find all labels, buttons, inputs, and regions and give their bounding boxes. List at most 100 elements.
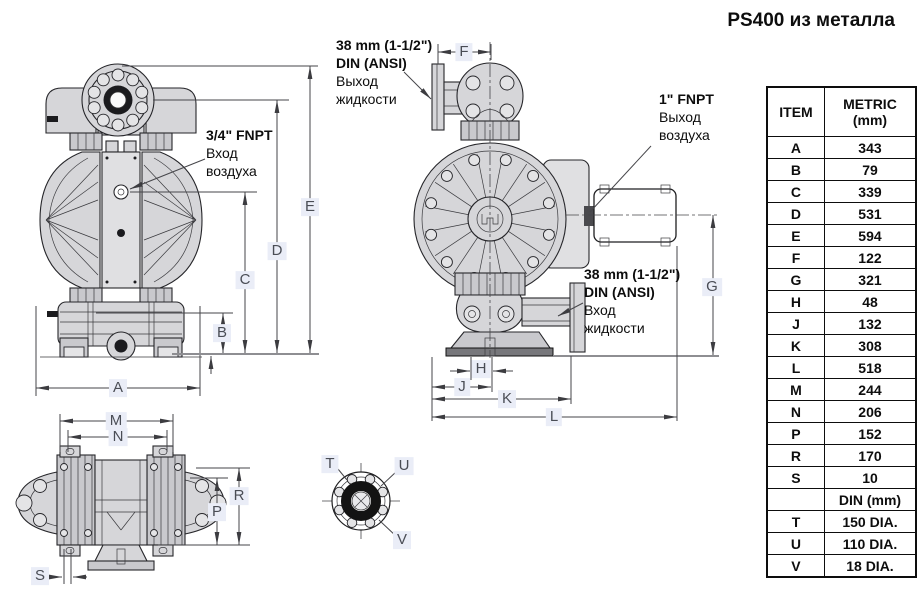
dim-label-N: N [108, 428, 128, 446]
item-cell: K [766, 334, 825, 357]
item-cell: D [766, 202, 825, 225]
value-cell: 339 [823, 180, 917, 203]
metric-header-line1: METRIC [843, 96, 897, 112]
dim-label-S: S [30, 567, 50, 585]
item-cell: S [766, 466, 825, 489]
dim-label-E: E [300, 198, 320, 216]
air-inlet-text-1: Вход [206, 144, 238, 161]
dim-label-L: L [545, 408, 563, 426]
value-cell: 531 [823, 202, 917, 225]
dim-label-G: G [702, 278, 722, 296]
liquid-inlet-size: 38 mm (1-1/2") [584, 266, 681, 282]
front-view-drawing [39, 63, 203, 361]
metric-header-line2: (mm) [852, 112, 888, 128]
item-cell: F [766, 246, 825, 269]
liquid-outlet-text-1: Выход [336, 72, 378, 89]
page-title: PS400 из металла [727, 10, 895, 31]
item-cell: G [766, 268, 825, 291]
air-outlet-text-1: Выход [659, 108, 701, 125]
liquid-inlet-standard: DIN (ANSI) [584, 283, 655, 300]
item-cell: U [766, 532, 825, 555]
dim-label-F: F [455, 43, 473, 61]
item-cell: J [766, 312, 825, 335]
side-view-drawing [413, 42, 719, 358]
dim-label-M: M [105, 412, 127, 430]
liquid-inlet-label: 38 mm (1-1/2") DIN (ANSI) Вход жидкости [584, 266, 680, 338]
air-inlet-label: 3/4" FNPT Вход воздуха [206, 127, 273, 181]
item-cell: T [766, 510, 825, 533]
liquid-outlet-standard: DIN (ANSI) [336, 54, 407, 71]
value-cell: 122 [823, 246, 917, 269]
value-cell: 152 [823, 422, 917, 445]
dim-label-T: T [321, 455, 339, 473]
item-cell: L [766, 356, 825, 379]
dim-label-C: C [235, 271, 255, 289]
dim-label-K: K [497, 390, 517, 408]
value-cell: 594 [823, 224, 917, 247]
table-row: DIN (mm) [766, 488, 917, 511]
dim-label-D: D [267, 242, 287, 260]
value-cell: 244 [823, 378, 917, 401]
item-cell: V [766, 554, 825, 578]
top-view-drawing [15, 445, 227, 571]
liquid-outlet-size: 38 mm (1-1/2") [336, 37, 433, 53]
value-cell: 10 [823, 466, 917, 489]
air-inlet-text-2: воздуха [206, 162, 257, 179]
metric-header-cell: METRIC (mm) [823, 86, 917, 137]
item-cell: A [766, 136, 825, 159]
liquid-inlet-text-1: Вход [584, 301, 616, 318]
air-outlet-size: 1" FNPT [659, 91, 714, 107]
table-header-row: ITEM METRIC (mm) [766, 86, 917, 137]
air-inlet-size: 3/4" FNPT [206, 127, 273, 143]
dim-label-A: A [108, 379, 128, 397]
item-cell: M [766, 378, 825, 401]
value-cell: 150 DIA. [823, 510, 917, 533]
item-cell: H [766, 290, 825, 313]
air-outlet-text-2: воздуха [659, 126, 710, 143]
item-cell: P [766, 422, 825, 445]
value-cell: 321 [823, 268, 917, 291]
item-cell [766, 488, 825, 511]
liquid-outlet-label: 38 mm (1-1/2") DIN (ANSI) Выход жидкости [336, 37, 432, 109]
value-cell: 518 [823, 356, 917, 379]
dim-label-H: H [471, 360, 491, 378]
dim-label-B: B [212, 324, 232, 342]
value-cell: 132 [823, 312, 917, 335]
item-cell: C [766, 180, 825, 203]
value-cell: DIN (mm) [823, 488, 917, 511]
value-cell: 206 [823, 400, 917, 423]
flange-face-drawing [322, 463, 400, 539]
value-cell: 343 [823, 136, 917, 159]
item-cell: E [766, 224, 825, 247]
liquid-inlet-text-2: жидкости [584, 319, 645, 336]
value-cell: 308 [823, 334, 917, 357]
dim-label-P: P [207, 503, 227, 521]
value-cell: 110 DIA. [823, 532, 917, 555]
air-outlet-label: 1" FNPT Выход воздуха [659, 91, 714, 145]
value-cell: 18 DIA. [823, 554, 917, 578]
value-cell: 79 [823, 158, 917, 181]
value-cell: 48 [823, 290, 917, 313]
dim-label-U: U [394, 457, 414, 475]
item-cell: R [766, 444, 825, 467]
